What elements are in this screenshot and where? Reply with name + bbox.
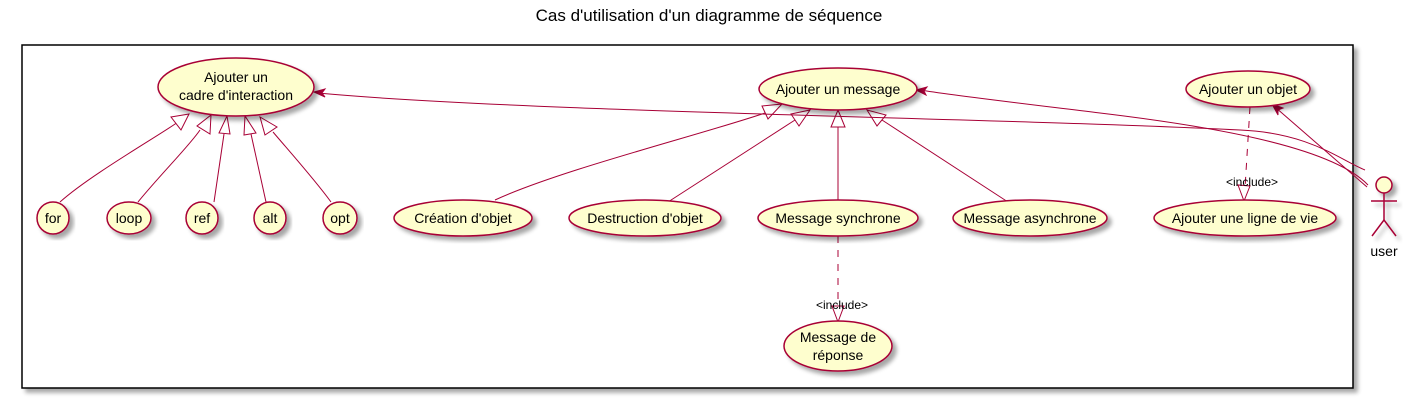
generalization-arrow-asynchrone (865, 109, 887, 127)
actor-user[interactable]: user (1370, 176, 1398, 259)
usecase-ajouter-objet[interactable]: Ajouter un objet (1185, 70, 1311, 108)
edge-ref-cadre (213, 133, 225, 203)
usecase-for[interactable]: for (36, 201, 70, 235)
generalization-arrow-for (170, 113, 190, 131)
edge-creation-message (494, 112, 766, 201)
usecase-ajouter-message[interactable]: Ajouter un message (758, 67, 918, 111)
usecase-ajouter-cadre-line1: Ajouter un (204, 69, 268, 85)
edge-alt-cadre (250, 133, 267, 203)
usecase-ref[interactable]: ref (185, 201, 219, 235)
usecase-creation-objet[interactable]: Création d'objet (393, 199, 533, 237)
usecase-opt[interactable]: opt (322, 201, 358, 235)
include-label-ligne: <include> (1226, 175, 1278, 189)
usecase-message-reponse[interactable]: Message de réponse (783, 320, 893, 372)
assoc-arrow-message (914, 86, 929, 97)
include-arrow-ligne (1237, 184, 1251, 203)
assoc-arrow-cadre (312, 88, 327, 98)
usecase-message-asynchrone[interactable]: Message asynchrone (952, 199, 1108, 237)
generalization-arrow-loop (196, 113, 212, 135)
generalization-arrow-creation (761, 103, 784, 120)
generalization-arrow-alt (243, 114, 257, 136)
usecase-ligne-de-vie-label: Ajouter une ligne de vie (1172, 210, 1319, 226)
edge-user-objet (1274, 106, 1368, 188)
edge-destruction-message (667, 119, 796, 203)
edge-user-message (919, 89, 1369, 186)
usecase-message-reponse-line1: Message de (800, 329, 876, 345)
usecase-message-synchrone-label: Message synchrone (775, 210, 901, 226)
generalization-arrow-ref (218, 114, 231, 135)
usecase-opt-label: opt (330, 210, 350, 226)
edge-for-cadre (59, 121, 179, 203)
usecase-ajouter-cadre-line2: cadre d'interaction (179, 87, 293, 103)
edge-user-cadre (317, 92, 1366, 171)
usecase-destruction-objet[interactable]: Destruction d'objet (568, 199, 722, 237)
actor-user-label: user (1370, 243, 1398, 259)
usecase-for-label: for (45, 210, 62, 226)
usecase-destruction-objet-label: Destruction d'objet (587, 210, 703, 226)
usecase-alt-label: alt (263, 210, 278, 226)
generalization-arrow-synchrone (830, 108, 846, 128)
edge-asynchrone-message (881, 119, 1009, 203)
include-arrow-reponse (831, 305, 845, 324)
diagram-title: Cas d'utilisation d'un diagramme de séqu… (536, 6, 883, 25)
usecase-ajouter-objet-label: Ajouter un objet (1199, 81, 1297, 97)
usecase-ajouter-cadre[interactable]: Ajouter un cadre d'interaction (157, 57, 315, 117)
usecase-message-asynchrone-label: Message asynchrone (963, 210, 1096, 226)
actor-stick-figure-icon (1371, 176, 1397, 237)
generalization-arrow-opt (259, 115, 278, 136)
usecase-message-synchrone[interactable]: Message synchrone (757, 199, 919, 237)
usecase-loop[interactable]: loop (106, 201, 152, 235)
usecase-ajouter-message-label: Ajouter un message (776, 81, 901, 97)
usecase-ligne-de-vie[interactable]: Ajouter une ligne de vie (1153, 199, 1337, 237)
usecase-creation-objet-label: Création d'objet (414, 210, 512, 226)
include-label-reponse: <include> (816, 298, 868, 312)
usecase-ref-label: ref (194, 210, 210, 226)
usecase-loop-label: loop (116, 210, 143, 226)
assoc-arrow-objet (1270, 103, 1285, 116)
generalization-arrow-destruction (790, 109, 812, 127)
usecase-message-reponse-line2: réponse (813, 347, 864, 363)
edge-loop-cadre (137, 129, 201, 203)
edge-opt-cadre (272, 131, 332, 203)
usecase-alt[interactable]: alt (253, 201, 287, 235)
